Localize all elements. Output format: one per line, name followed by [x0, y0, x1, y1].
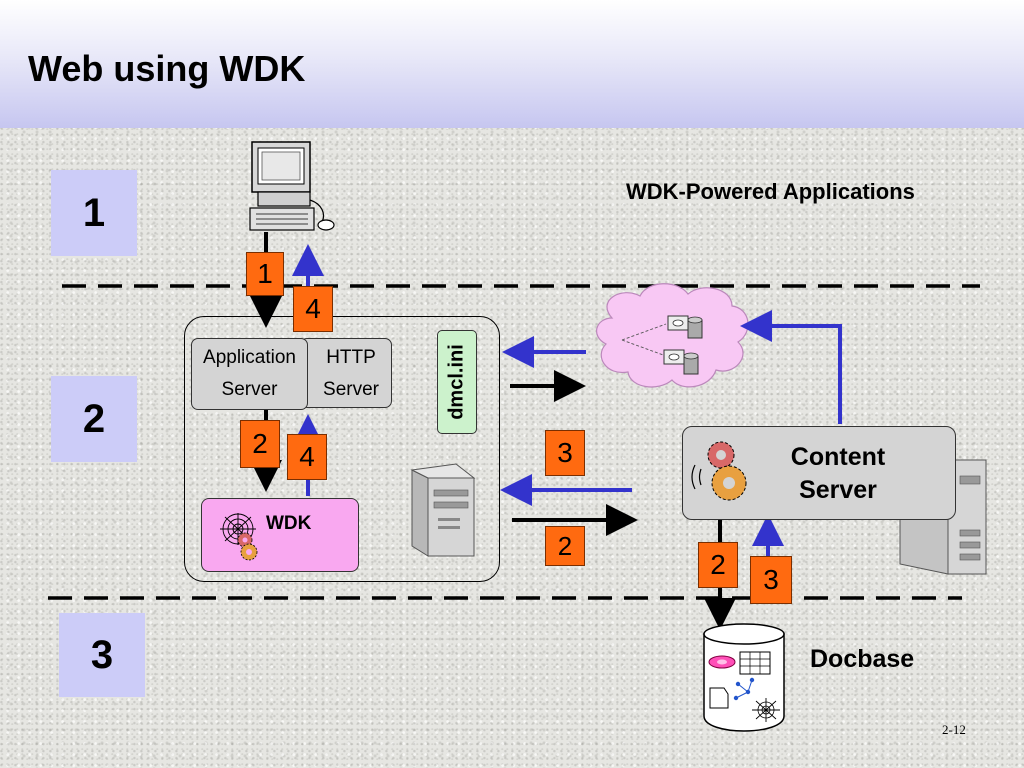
computer-icon [249, 141, 335, 231]
application-server-line2: Server [221, 379, 278, 400]
gear-icon [691, 441, 747, 501]
app-tier-container [184, 316, 500, 582]
http-server-line2: Server [323, 379, 379, 400]
step-badge-client-up: 4 [293, 286, 333, 332]
slide-title: Web using WDK [28, 48, 306, 89]
dmcl-ini-box: dmcl.ini [437, 330, 477, 434]
layer-3-box: 3 [59, 613, 145, 697]
cloud-icon [596, 283, 749, 388]
content-server-line1: Content [790, 443, 886, 471]
step-badge-docbase-up: 3 [750, 556, 792, 604]
content-server-line2: Server [799, 476, 877, 504]
step-badge-docbase-down: 2 [698, 542, 738, 588]
content-server-box: Content Server [682, 426, 956, 520]
page-number: 2-12 [942, 722, 966, 737]
http-server-line1: HTTP [326, 347, 376, 368]
layer-2-box: 2 [51, 376, 137, 462]
application-server-line1: Application [203, 347, 296, 368]
step-badge-client-down: 1 [246, 252, 284, 296]
wdk-label: WDK [266, 513, 312, 534]
http-server-box: HTTP Server [300, 338, 392, 408]
application-server-box: Application Server [191, 338, 308, 410]
step-badge-mid-bottom: 2 [545, 526, 585, 566]
wdk-powered-applications-label: WDK-Powered Applications [626, 179, 915, 204]
slide-header [0, 0, 1024, 128]
arrow-contentserver-to-cloud [740, 310, 842, 424]
gear-icon [237, 532, 258, 561]
dmcl-ini-label: dmcl.ini [445, 344, 468, 420]
wdk-box: WDK [201, 498, 359, 572]
database-icon [703, 623, 785, 732]
server-tower-icon [410, 463, 476, 557]
step-badge-mid-top: 3 [545, 430, 585, 476]
step-badge-wdk-up: 4 [287, 434, 327, 480]
docbase-label: Docbase [810, 645, 915, 673]
content-server-label: Content Server [783, 441, 893, 507]
layer-1-box: 1 [51, 170, 137, 256]
step-badge-wdk-down: 2 [240, 420, 280, 468]
